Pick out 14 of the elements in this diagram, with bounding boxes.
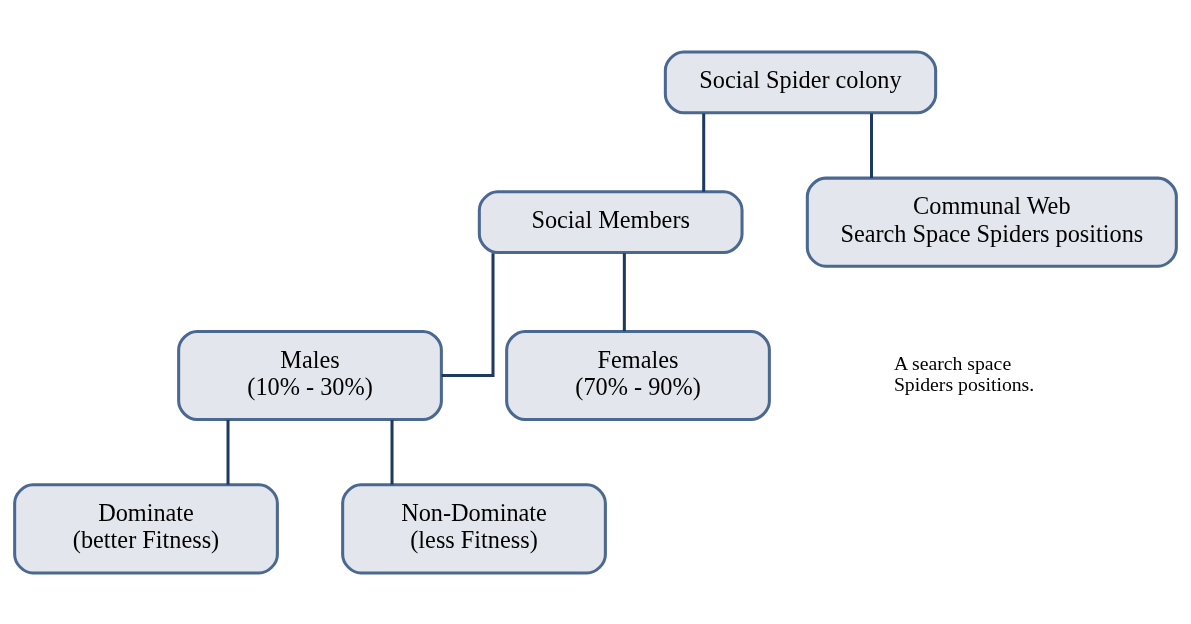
connector — [869, 112, 873, 178]
node-box: Social Spider colony — [663, 50, 938, 114]
connector — [441, 252, 495, 377]
node-box: Males (10% - 30%) — [177, 329, 443, 421]
connector — [390, 419, 394, 485]
node-box: Dominate (better Fitness) — [13, 482, 279, 574]
node-box: Females (70% - 90%) — [505, 329, 771, 421]
connector — [702, 112, 706, 192]
node-box: Social Members — [477, 189, 744, 254]
node-label: A search space — [893, 351, 1012, 374]
connector — [226, 419, 230, 485]
node-box: Communal Web Search Space Spiders positions — [805, 176, 1178, 268]
connector — [622, 252, 626, 331]
node-box: Non-Dominate (less Fitness) — [341, 482, 607, 574]
